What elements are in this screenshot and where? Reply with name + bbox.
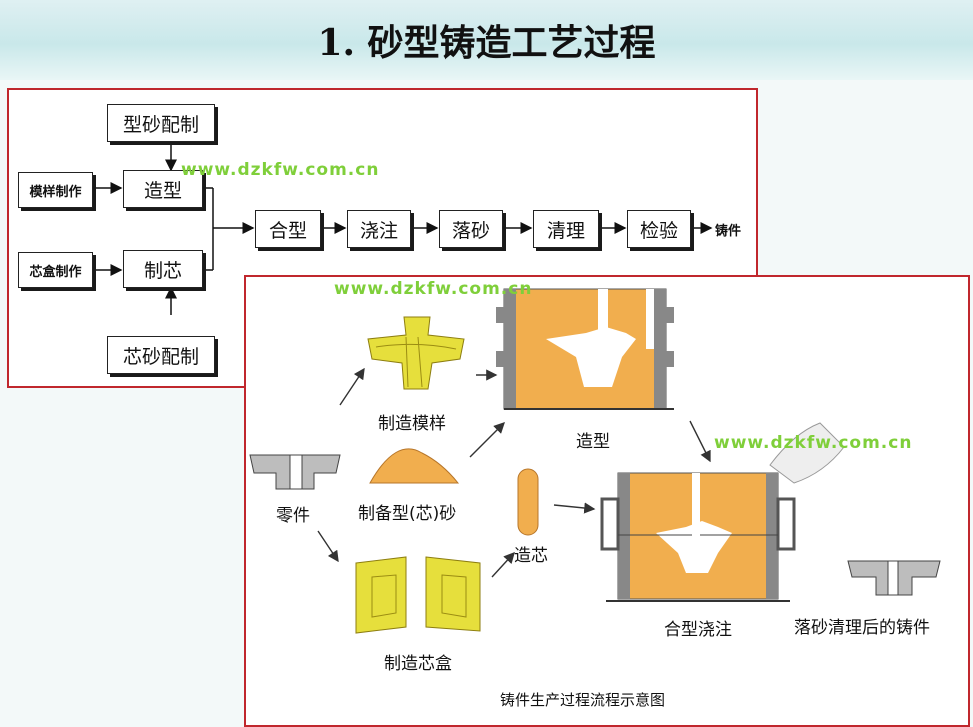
slide-title: 1. 砂型铸造工艺过程 xyxy=(317,22,656,64)
mold-assembly-label: 合型 xyxy=(268,219,307,242)
mold-assembly-box: 合型 xyxy=(255,210,321,248)
pattern-making-box: 模样制作 xyxy=(18,172,93,208)
prepare-sand-label: 制备型(芯)砂 xyxy=(358,504,457,524)
watermark: www.dzkfw.com.cn xyxy=(334,279,533,299)
finished-casting xyxy=(847,560,941,596)
molding-box: 造型 xyxy=(123,170,203,208)
wood-pattern xyxy=(367,316,465,390)
make-pattern-label: 制造模样 xyxy=(378,414,446,434)
core-sand-label: 芯砂配制 xyxy=(122,345,199,368)
core-sand-box: 芯砂配制 xyxy=(107,336,215,374)
inspection-label: 检验 xyxy=(639,219,678,242)
molding-sand-box: 型砂配制 xyxy=(107,104,215,142)
mold-flask xyxy=(496,288,674,410)
flowchart-connectors xyxy=(93,145,713,315)
core-shape xyxy=(517,468,539,536)
shakeout-label: 落砂 xyxy=(451,219,490,242)
core-box-making-label: 芯盒制作 xyxy=(29,264,82,280)
assembled-mold xyxy=(600,472,796,602)
assemble-pour-label: 合型浇注 xyxy=(664,620,732,640)
process-illustration xyxy=(249,288,941,634)
flowchart-panel: 型砂配制 模样制作 造型 芯盒制作 制芯 芯砂配制 合型 浇注 落砂 清理 检验… xyxy=(7,88,758,388)
cleaning-label: 清理 xyxy=(546,219,585,242)
watermark: www.dzkfw.com.cn xyxy=(181,160,380,180)
pouring-label: 浇注 xyxy=(359,219,398,242)
core-making-label: 制芯 xyxy=(143,259,182,282)
part-label: 零件 xyxy=(276,506,310,526)
core-making-label-2: 造芯 xyxy=(514,546,548,566)
slide-header xyxy=(0,0,973,80)
molding-label: 造型 xyxy=(143,179,182,202)
shakeout-box: 落砂 xyxy=(439,210,503,248)
pouring-box: 浇注 xyxy=(347,210,411,248)
cleaning-box: 清理 xyxy=(533,210,599,248)
sand-pile xyxy=(369,448,460,484)
ladle-shape xyxy=(769,422,845,484)
process-diagram-panel: 制造模样 造型 零件 制备型(芯)砂 造芯 制造芯盒 合型浇注 落砂清理后的铸件… xyxy=(244,275,970,727)
part-shape xyxy=(249,454,341,490)
casting-label: 铸件 xyxy=(715,224,742,239)
core-box-making-box: 芯盒制作 xyxy=(18,252,93,288)
make-core-box-label: 制造芯盒 xyxy=(384,654,452,674)
pattern-making-label: 模样制作 xyxy=(29,184,82,200)
molding-sand-label: 型砂配制 xyxy=(122,113,199,136)
molding-label-2: 造型 xyxy=(576,432,610,452)
core-making-box: 制芯 xyxy=(123,250,203,288)
watermark: www.dzkfw.com.cn xyxy=(714,433,913,453)
core-box xyxy=(355,556,481,634)
finished-casting-label: 落砂清理后的铸件 xyxy=(794,618,930,638)
inspection-box: 检验 xyxy=(627,210,691,248)
diagram-caption: 铸件生产过程流程示意图 xyxy=(500,691,666,709)
